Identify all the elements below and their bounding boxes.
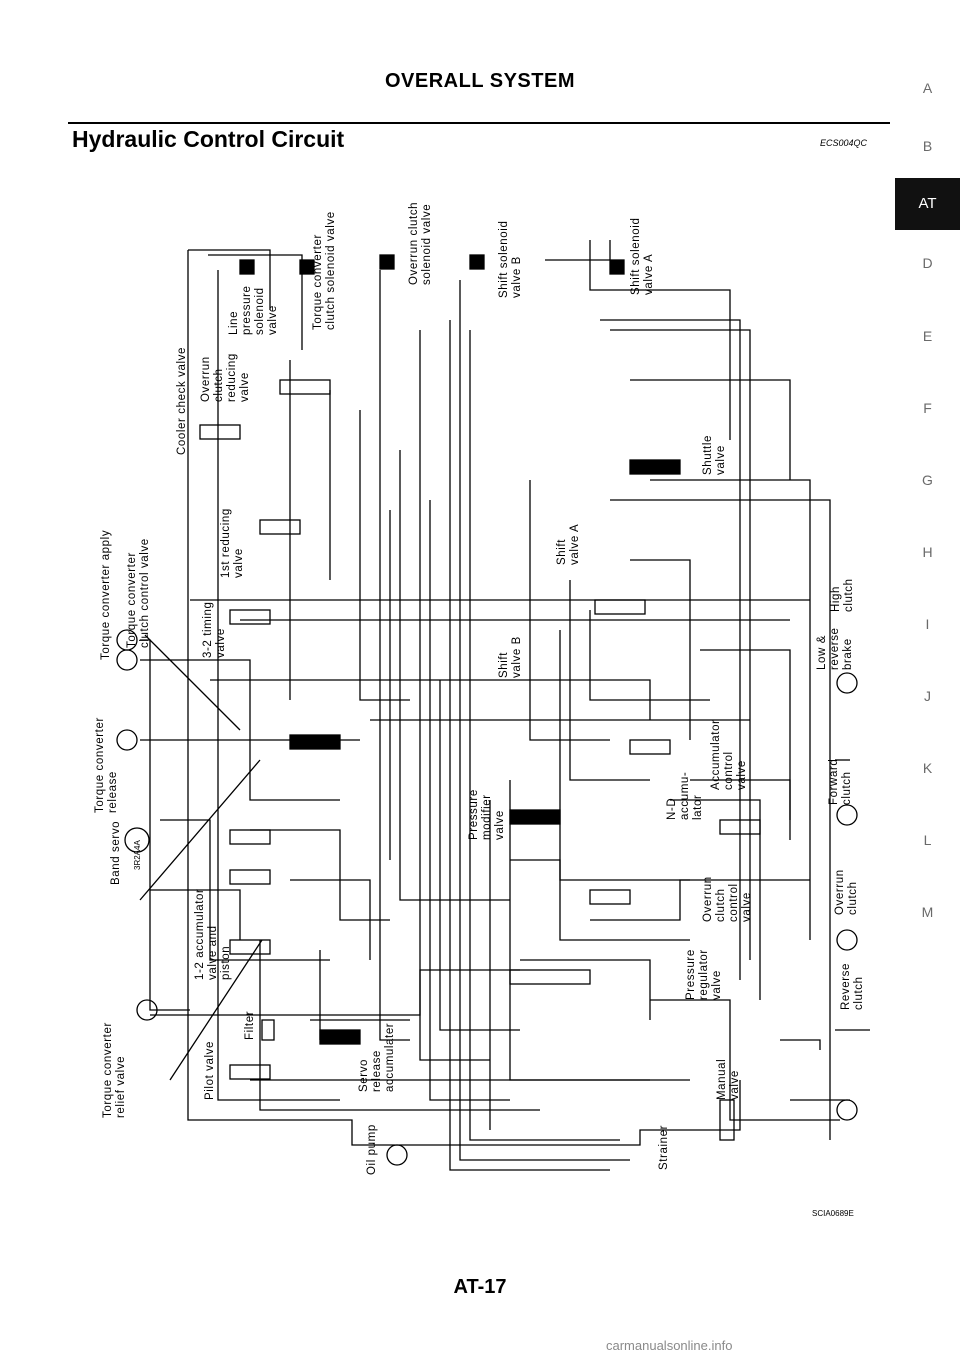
label-shift-valve-a: Shift valve A <box>556 523 581 565</box>
label-band-servo: Band servo <box>110 820 122 885</box>
label-line-pressure-solenoid-valve: Line pressure solenoid valve <box>228 285 279 335</box>
hydraulic-diagram: Line pressure solenoid valve Torque conv… <box>90 180 880 1180</box>
side-index-i[interactable]: I <box>925 616 930 632</box>
label-overrun-clutch-control-valve: Overrun clutch control valve <box>702 876 753 922</box>
side-index-h[interactable]: H <box>922 544 933 560</box>
label-overrun-clutch: Overrun clutch <box>834 869 859 915</box>
side-index-l[interactable]: L <box>923 832 932 848</box>
label-overrun-clutch-reducing-valve: Overrun clutch reducing valve <box>200 353 251 402</box>
label-shift-valve-b: Shift valve B <box>498 636 523 678</box>
label-torque-converter-release: Torque converter release <box>94 717 119 813</box>
label-high-clutch: High clutch <box>830 578 855 612</box>
label-overrun-clutch-solenoid-valve: Overrun clutch solenoid valve <box>408 201 433 285</box>
hydraulic-circuit-lines <box>116 240 870 1171</box>
label-oil-pump: Oil pump <box>366 1124 378 1175</box>
label-strainer: Strainer <box>658 1124 670 1170</box>
label-forward-clutch: Forward clutch <box>828 758 853 805</box>
side-index-k[interactable]: K <box>922 760 933 776</box>
page-number: AT-17 <box>453 1276 507 1298</box>
side-index-a[interactable]: A <box>922 80 933 96</box>
page-header-title: OVERALL SYSTEM <box>385 70 575 92</box>
figure-code: SCIA0689E <box>812 1209 854 1218</box>
label-manual-valve: Manual valve <box>716 1058 741 1100</box>
header-rule <box>68 122 890 124</box>
section-title: Hydraulic Control Circuit <box>72 126 345 152</box>
side-index-m[interactable]: M <box>921 904 934 920</box>
side-index-j[interactable]: J <box>924 688 931 704</box>
watermark[interactable]: carmanualsonline.info <box>606 1338 733 1353</box>
label-reverse-clutch: Reverse clutch <box>840 962 865 1010</box>
label-servo-release-accumulater: Servo release accumulater <box>358 1022 396 1092</box>
side-index-at[interactable]: AT <box>895 178 960 230</box>
side-index-g[interactable]: G <box>922 472 933 488</box>
side-index-d[interactable]: D <box>922 255 933 271</box>
label-n-d-accumulator: N-D accumu- lator <box>666 771 704 820</box>
label-band-servo-tag: 3R2A4A <box>133 840 142 870</box>
label-shift-solenoid-valve-b: Shift solenoid valve B <box>498 220 523 298</box>
label-torque-converter-apply: Torque converter apply <box>100 529 112 660</box>
section-code: ECS004QC <box>820 138 868 148</box>
label-torque-converter-relief-valve: Torque converter relief valve <box>102 1022 127 1118</box>
label-1-2-accumulator-valve-and-piston: 1-2 accumulator valve and piston <box>194 888 232 980</box>
label-torque-converter-clutch-control-valve: Torque converter clutch control valve <box>126 538 151 648</box>
label-first-reducing-valve: 1st reducing valve <box>220 508 245 578</box>
label-pressure-modifier-valve: Pressure modifier valve <box>468 789 506 840</box>
label-accumulator-control-valve: Accumulator control valve <box>710 719 748 790</box>
side-index-f[interactable]: F <box>923 400 932 416</box>
side-index: A B AT D E F G H I J K L M <box>895 80 960 980</box>
label-pilot-valve: Pilot valve <box>204 1040 216 1100</box>
label-filter: Filter <box>244 1010 256 1040</box>
label-cooler-check-valve: Cooler check valve <box>176 347 188 455</box>
label-shuttle-valve: Shuttle valve <box>702 434 727 475</box>
label-3-2-timing-valve: 3-2 timing valve <box>202 601 227 659</box>
label-torque-converter-clutch-solenoid-valve: Torque converter clutch solenoid valve <box>312 211 337 330</box>
label-low-reverse-brake: Low & reverse brake <box>816 627 854 670</box>
label-shift-solenoid-valve-a: Shift solenoid valve A <box>630 217 655 295</box>
label-pressure-regulator-valve: Pressure regulator valve <box>685 949 723 1000</box>
side-index-e[interactable]: E <box>922 328 933 344</box>
side-index-b[interactable]: B <box>922 138 933 154</box>
